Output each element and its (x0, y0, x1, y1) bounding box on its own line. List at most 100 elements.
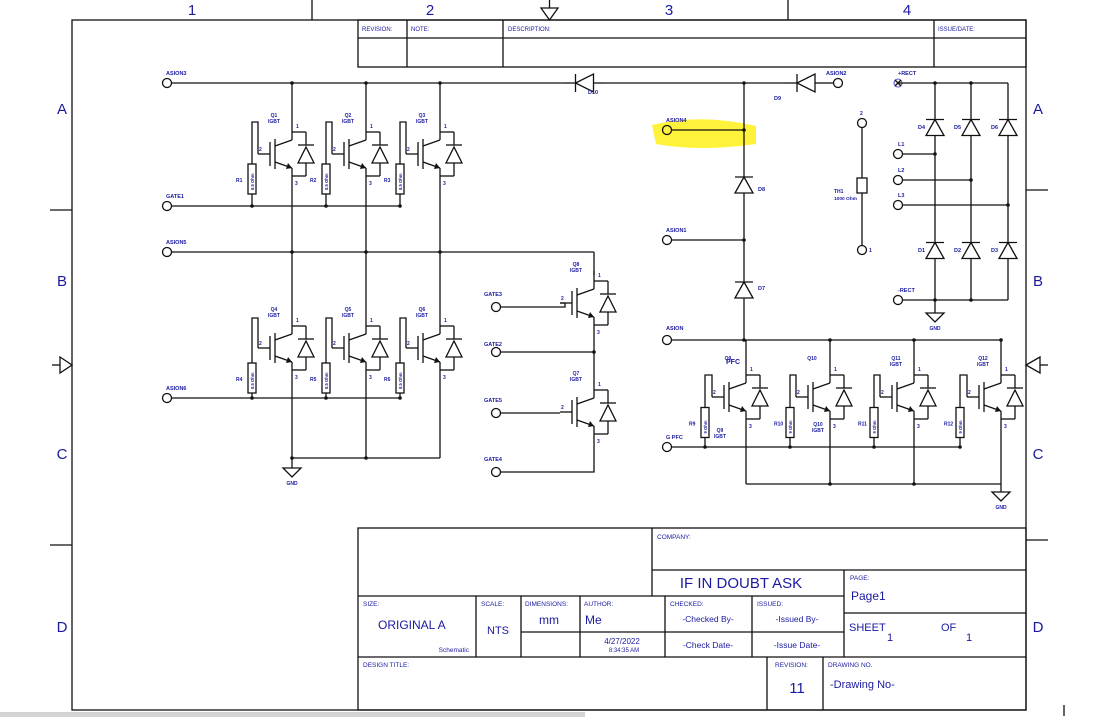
pin-number: 3 (749, 424, 752, 430)
dimensions-value: mm (539, 613, 559, 627)
note-header: NOTE: (411, 27, 430, 33)
gnd-label: GND (286, 481, 298, 487)
resistor-value: 8.5 Ohm (250, 173, 255, 190)
net-port[interactable] (161, 77, 173, 89)
igbt-type: IGBT (570, 377, 582, 383)
diode-symbol (960, 241, 982, 260)
diode-symbol (918, 388, 938, 407)
gate-loop (251, 121, 259, 154)
net-port[interactable] (161, 200, 173, 212)
igbt-designator: Q10 (807, 356, 817, 362)
th1-port-1[interactable] (856, 244, 868, 256)
gate-loop (325, 121, 333, 154)
resistor-symbol (955, 406, 965, 439)
net-port[interactable] (490, 301, 502, 313)
junction-dot (788, 445, 792, 449)
igbt-arrow (740, 406, 746, 412)
time-value: 8:34:35 AM (609, 648, 639, 654)
title-block: COMPANY: IF IN DOUBT ASK PAGE: Page1 SIZ… (357, 527, 1027, 711)
net-label: GATE5 (484, 398, 502, 404)
igbt-designator: Q3 (419, 113, 426, 119)
th1-port-2[interactable] (856, 117, 868, 129)
junction-dot (828, 482, 832, 486)
net-port[interactable] (892, 199, 904, 211)
junction-dot (1006, 203, 1010, 207)
net-port[interactable] (490, 466, 502, 478)
junction-dot (958, 445, 962, 449)
company-label: COMPANY: (657, 534, 691, 541)
net-port[interactable] (661, 441, 673, 453)
gate-loop (704, 374, 713, 405)
resistor-value: 8.5 Ohm (324, 372, 329, 389)
gate-loop (873, 374, 881, 405)
pin-number: 2 (881, 390, 884, 396)
net-port[interactable] (490, 346, 502, 358)
net-label: GATE1 (166, 194, 184, 200)
size-value: ORIGINAL A (378, 618, 446, 632)
igbt-designator: Q12 (978, 356, 988, 362)
thermistor-value: 1000 Ohm (834, 196, 857, 202)
diode-symbol (296, 145, 316, 164)
pin-number: 1 (444, 124, 447, 130)
junction-dot (438, 81, 442, 85)
net-port[interactable] (490, 407, 502, 419)
net-port[interactable] (832, 77, 844, 89)
diode-symbol (296, 339, 316, 358)
row-label: A (1033, 101, 1043, 118)
row-label: B (57, 273, 67, 290)
of-value: 1 (966, 632, 972, 644)
gate-loop (399, 121, 407, 154)
igbt-arrow (824, 406, 830, 412)
igbt-collector (422, 139, 441, 147)
ground-icon (281, 467, 303, 478)
pin-number: 2 (407, 147, 410, 153)
junction-dot (933, 81, 937, 85)
scale-value: NTS (487, 625, 509, 637)
resistor-designator: R10 (774, 422, 783, 428)
net-port[interactable] (892, 174, 904, 186)
junction-dot (912, 338, 916, 342)
revision-label: REVISION: (775, 662, 808, 669)
ground-icon (924, 312, 946, 323)
igbt-arrow (434, 163, 440, 169)
net-port[interactable] (892, 148, 904, 160)
igbt-collector (274, 333, 293, 341)
igbt-arrow (995, 406, 1001, 412)
issue-date: -Issue Date- (774, 640, 820, 650)
resistor-symbol (247, 163, 257, 195)
horizontal-scrollbar[interactable] (0, 712, 585, 717)
scale-label: SCALE: (481, 601, 504, 608)
net-label: ASION5 (166, 240, 186, 246)
igbt-type: IGBT (714, 434, 726, 440)
junction-dot (398, 396, 402, 400)
diode-symbol (598, 403, 618, 422)
junction-dot (969, 298, 973, 302)
igbt-designator: Q7 (573, 371, 580, 377)
igbt-type: IGBT (342, 313, 354, 319)
igbt-collector (348, 139, 367, 147)
net-port[interactable] (161, 246, 173, 258)
design-title-label: DESIGN TITLE: (363, 662, 409, 669)
diode-symbol (370, 339, 390, 358)
net-port[interactable] (661, 334, 673, 346)
junction-dot (364, 456, 368, 460)
drawing-frame: 1 2 3 4 A B C D A B C D (50, 0, 1065, 716)
pin-number: 2 (333, 147, 336, 153)
igbt-type: IGBT (812, 428, 824, 434)
resistor-designator: R9 (689, 422, 696, 428)
net-port[interactable] (892, 294, 904, 306)
net-port[interactable] (161, 392, 173, 404)
pin-number: 2 (561, 296, 564, 302)
diode-symbol (750, 388, 770, 407)
pin-number: 2 (968, 390, 971, 396)
igbt-designator: Q4 (271, 307, 278, 313)
net-port[interactable] (661, 234, 673, 246)
row-label: C (1033, 446, 1044, 463)
resistor-designator: R1 (236, 178, 243, 184)
column-label: 1 (188, 2, 196, 19)
column-label: 3 (665, 2, 673, 19)
net-port[interactable] (661, 124, 673, 136)
diode-symbol (997, 241, 1019, 260)
pin-number: 3 (443, 181, 446, 187)
